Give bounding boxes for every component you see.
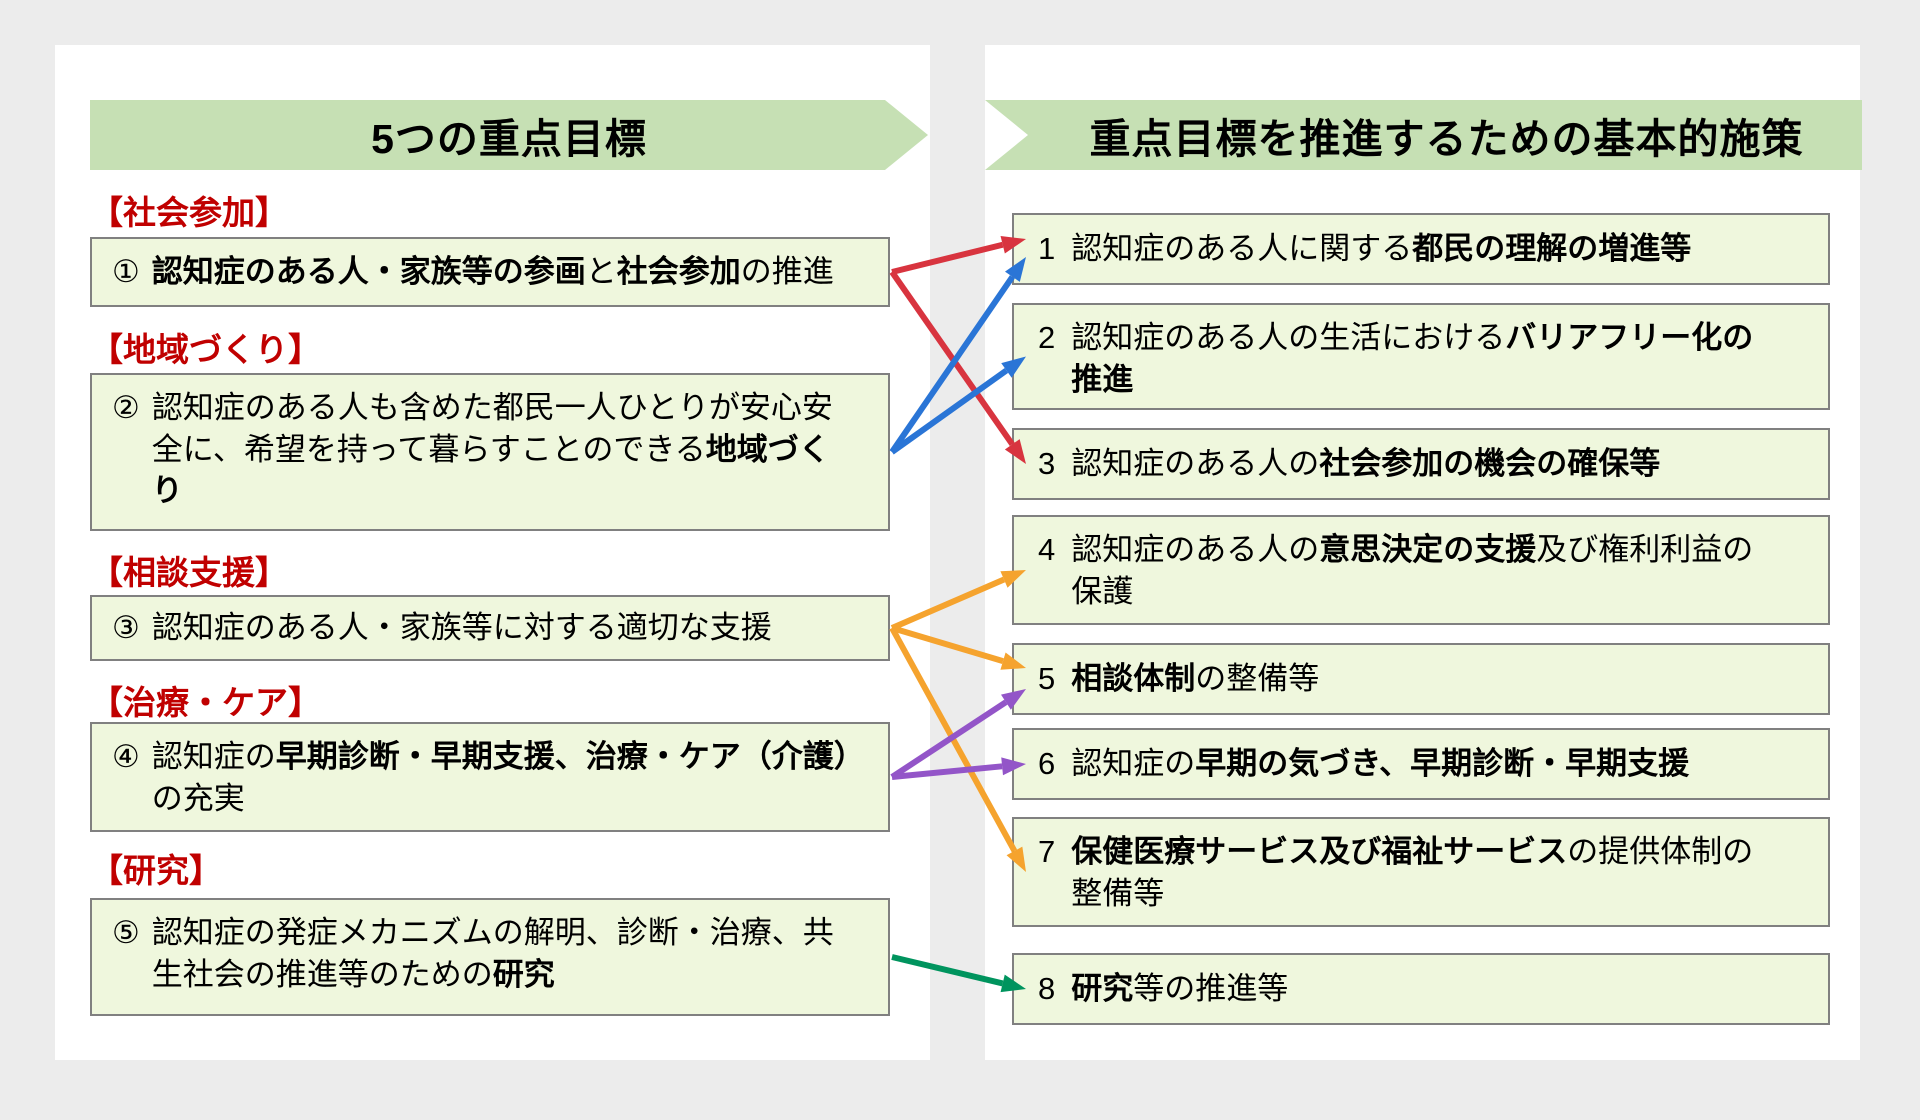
- measure-box-8: 8 研究等の推進等: [1012, 953, 1830, 1025]
- measure-6-text: 認知症の早期の気づき、早期診断・早期支援: [1071, 746, 1690, 782]
- measure-7-text: 保健医療サービス及び福祉サービスの提供体制の整備等: [1071, 834, 1754, 911]
- measure-4-text: 認知症のある人の意思決定の支援及び権利利益の保護: [1071, 532, 1754, 609]
- goal-box-2: ② 認知症のある人も含めた都民一人ひとりが安心安全に、希望を持って暮らすことので…: [90, 373, 890, 531]
- goal-4-text: 認知症の早期診断・早期支援、治療・ケア（介護）の充実: [151, 739, 865, 816]
- goal-3-text: 認知症のある人・家族等に対する適切な支援: [151, 610, 772, 646]
- goal-box-3: ③ 認知症のある人・家族等に対する適切な支援: [90, 595, 890, 661]
- left-header-title: 5つの重点目標: [371, 116, 647, 162]
- measure-6-number: 6: [1038, 746, 1056, 782]
- category-label-kenkyu: 【研究】: [90, 852, 222, 889]
- left-panel: 5つの重点目標 【社会参加】 ① 認知症のある人・家族等の参画と社会参加の推進 …: [55, 45, 930, 1060]
- measure-box-3: 3 認知症のある人の社会参加の機会の確保等: [1012, 428, 1830, 500]
- measure-box-2: 2 認知症のある人の生活におけるバリアフリー化の推進: [1012, 303, 1830, 410]
- right-panel: 重点目標を推進するための基本的施策 1 認知症のある人に関する都民の理解の増進等…: [985, 45, 1862, 1060]
- measure-box-1: 1 認知症のある人に関する都民の理解の増進等: [1012, 213, 1830, 285]
- category-label-soudan-shien: 【相談支援】: [90, 554, 288, 591]
- measure-box-7: 7 保健医療サービス及び福祉サービスの提供体制の整備等: [1012, 817, 1830, 927]
- goal-1-text: 認知症のある人・家族等の参画と社会参加の推進: [151, 254, 834, 290]
- measure-2-number: 2: [1038, 320, 1056, 355]
- measure-8-text: 研究等の推進等: [1071, 971, 1289, 1007]
- measure-box-4: 4 認知症のある人の意思決定の支援及び権利利益の保護: [1012, 515, 1830, 625]
- measure-5-text: 相談体制の整備等: [1071, 661, 1320, 697]
- goal-box-1: ① 認知症のある人・家族等の参画と社会参加の推進: [90, 237, 890, 307]
- measure-7-number: 7: [1038, 834, 1056, 869]
- measure-3-number: 3: [1038, 446, 1056, 482]
- goal-3-number: ③: [112, 610, 140, 646]
- measure-4-number: 4: [1038, 532, 1056, 567]
- category-label-chiryo-care: 【治療・ケア】: [90, 684, 321, 721]
- measure-8-number: 8: [1038, 971, 1056, 1007]
- category-label-shakai-sanka: 【社会参加】: [90, 194, 288, 231]
- category-label-chiiki-zukuri: 【地域づくり】: [90, 331, 321, 368]
- goal-5-text: 認知症の発症メカニズムの解明、診断・治療、共生社会の推進等のための研究: [151, 915, 834, 992]
- goal-4-number: ④: [112, 739, 140, 774]
- measure-3-text: 認知症のある人の社会参加の機会の確保等: [1071, 446, 1661, 482]
- goal-box-5: ⑤ 認知症の発症メカニズムの解明、診断・治療、共生社会の推進等のための研究: [90, 898, 890, 1016]
- left-header-banner: 5つの重点目標: [90, 100, 928, 170]
- measure-2-text: 認知症のある人の生活におけるバリアフリー化の推進: [1071, 320, 1754, 397]
- measure-box-5: 5 相談体制の整備等: [1012, 643, 1830, 715]
- goal-box-4: ④ 認知症の早期診断・早期支援、治療・ケア（介護）の充実: [90, 722, 890, 832]
- goal-1-number: ①: [112, 254, 140, 290]
- measure-1-text: 認知症のある人に関する都民の理解の増進等: [1071, 231, 1692, 267]
- measure-5-number: 5: [1038, 661, 1056, 697]
- right-header-title: 重点目標を推進するための基本的施策: [1089, 116, 1804, 162]
- goal-5-number: ⑤: [112, 915, 140, 950]
- right-header-banner: 重点目標を推進するための基本的施策: [985, 100, 1862, 170]
- measure-box-6: 6 認知症の早期の気づき、早期診断・早期支援: [1012, 728, 1830, 800]
- goal-2-number: ②: [112, 390, 140, 425]
- measure-1-number: 1: [1038, 231, 1056, 267]
- goal-2-text: 認知症のある人も含めた都民一人ひとりが安心安全に、希望を持って暮らすことのできる…: [151, 390, 833, 509]
